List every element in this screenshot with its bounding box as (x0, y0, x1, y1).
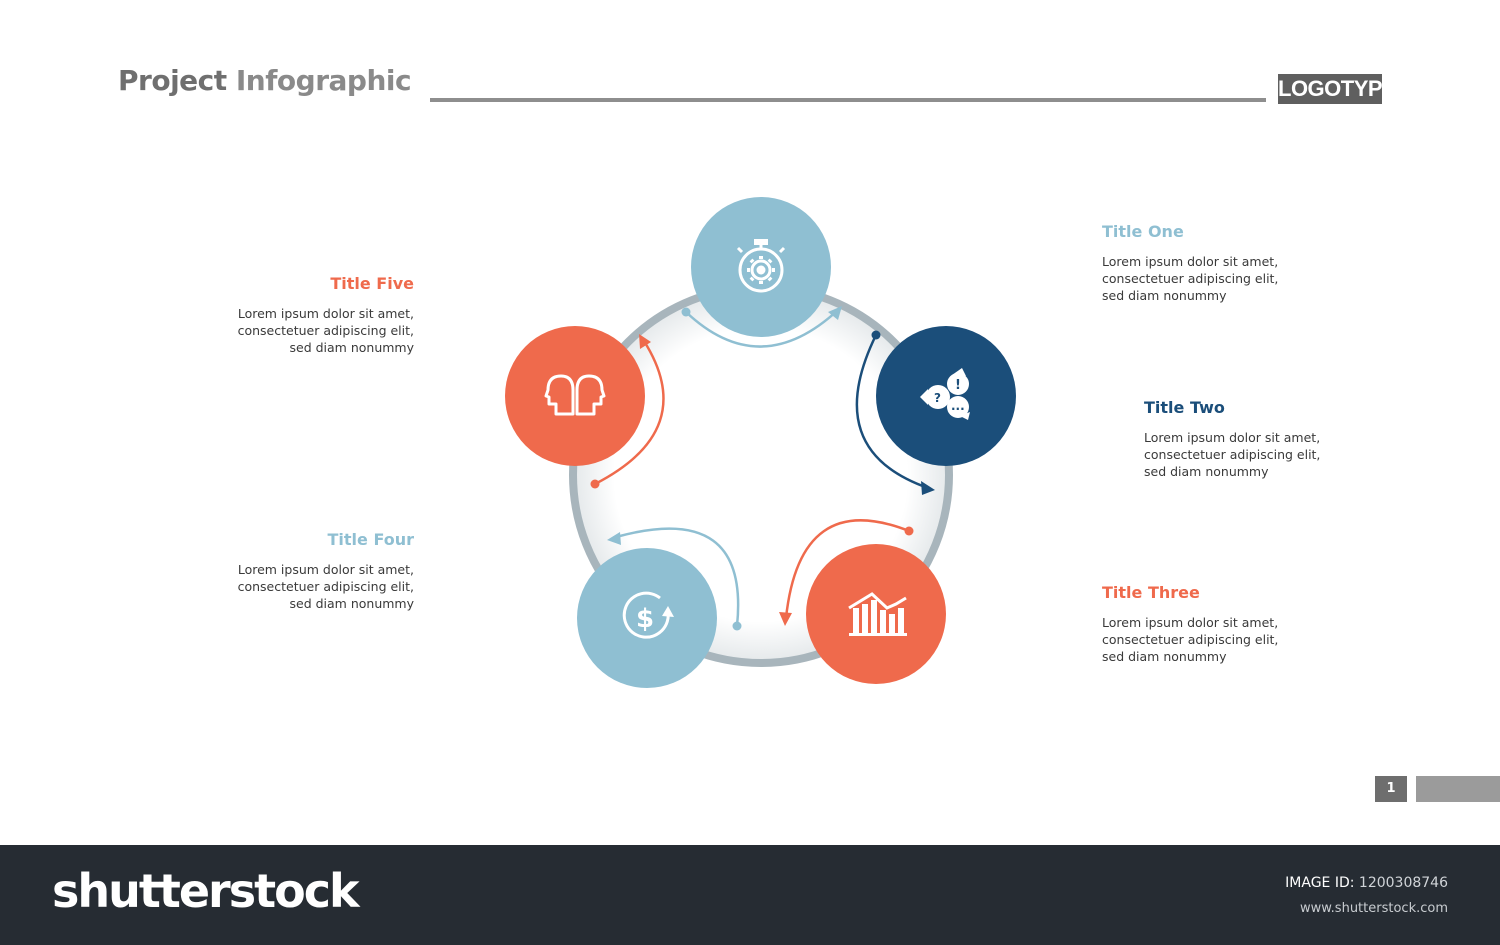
svg-text:$: $ (636, 604, 654, 634)
step-three-line-2: consectetuer adipiscing elit, (1102, 632, 1279, 647)
arrow-four-to-five (607, 527, 742, 631)
image-id-label: IMAGE ID: (1285, 875, 1355, 891)
step-five-line-2: consectetuer adipiscing elit, (237, 323, 414, 338)
two-heads-icon (544, 374, 606, 416)
step-two-line-2: consectetuer adipiscing elit, (1144, 447, 1321, 462)
brand-logo: shutterstock (52, 864, 360, 918)
svg-text:...: ... (951, 399, 965, 413)
step-four-line-3: sed diam nonummy (289, 596, 415, 611)
page-title: Project Infographic (118, 64, 412, 97)
step-three-line-1: Lorem ipsum dolor sit amet, (1102, 615, 1279, 630)
dollar-refresh-icon: $ (622, 591, 674, 639)
step-five-line-1: Lorem ipsum dolor sit amet, (237, 306, 414, 321)
step-five-text: Title Five Lorem ipsum dolor sit amet, c… (174, 274, 414, 356)
step-four-line-2: consectetuer adipiscing elit, (237, 579, 414, 594)
step-four-title: Title Four (327, 530, 414, 549)
step-three-line-3: sed diam nonummy (1102, 649, 1227, 664)
page-number-bar (1416, 776, 1500, 802)
logotype: LOGOTYPE (1278, 74, 1397, 104)
arrow-one-to-two (681, 306, 842, 348)
step-circle-5 (505, 326, 645, 466)
step-two-line-3: sed diam nonummy (1144, 464, 1269, 479)
svg-text:!: ! (955, 378, 961, 393)
step-one-title: Title One (1102, 222, 1184, 241)
page-number: 1 (1375, 776, 1407, 802)
step-four-line-1: Lorem ipsum dolor sit amet, (237, 562, 414, 577)
arrow-two-to-three (855, 330, 935, 495)
image-id: IMAGE ID: 1200308746 (1285, 875, 1448, 891)
bar-chart-icon (848, 592, 907, 636)
site-url: www.shutterstock.com (1299, 901, 1448, 916)
slide: Project Infographic LOGOTYPE (118, 64, 1500, 802)
arrow-five-to-one (590, 334, 665, 489)
svg-text:?: ? (934, 391, 941, 405)
step-three-text: Title Three Lorem ipsum dolor sit amet, … (1102, 583, 1342, 665)
image-id-value: 1200308746 (1358, 875, 1448, 891)
step-one-line-1: Lorem ipsum dolor sit amet, (1102, 254, 1279, 269)
step-circle-4 (577, 548, 717, 688)
step-three-title: Title Three (1102, 583, 1200, 602)
step-two-line-1: Lorem ipsum dolor sit amet, (1144, 430, 1321, 445)
step-two-text: Title Two Lorem ipsum dolor sit amet, co… (1144, 398, 1384, 480)
title-word-2: Infographic (235, 64, 412, 97)
step-two-title: Title Two (1144, 398, 1225, 417)
title-divider (430, 98, 1266, 102)
step-one-line-3: sed diam nonummy (1102, 288, 1227, 303)
cycle-diagram: ? ! ... $ (505, 197, 1016, 688)
title-word-1: Project (118, 64, 227, 97)
step-five-line-3: sed diam nonummy (289, 340, 415, 355)
step-one-text: Title One Lorem ipsum dolor sit amet, co… (1102, 222, 1342, 304)
stopwatch-gear-icon (736, 239, 786, 293)
step-one-line-2: consectetuer adipiscing elit, (1102, 271, 1279, 286)
arrow-three-to-four (779, 519, 914, 626)
footer-bar: shutterstock IMAGE ID: 1200308746 www.sh… (0, 845, 1500, 945)
step-four-text: Title Four Lorem ipsum dolor sit amet, c… (174, 530, 414, 612)
step-five-title: Title Five (330, 274, 414, 293)
speech-bubbles-icon: ? ! ... (920, 368, 970, 420)
